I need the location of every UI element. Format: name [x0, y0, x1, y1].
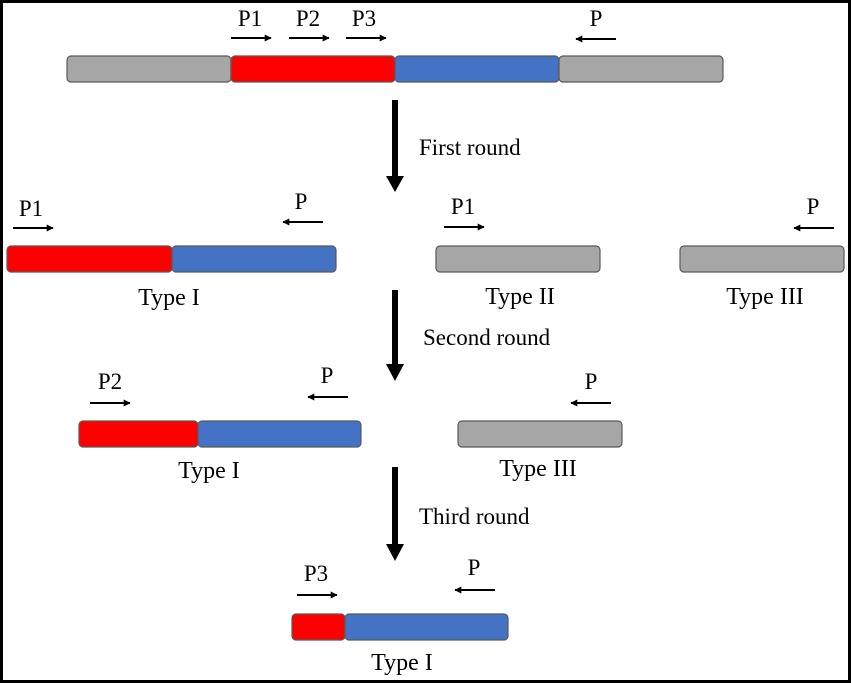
first-round-arrow-shaft	[392, 100, 398, 180]
first-round-step: First round	[386, 100, 521, 192]
r1-type2-gray-segment	[435, 245, 601, 273]
first-round-label: First round	[419, 135, 521, 160]
template-row: P1 P2 P3 P	[66, 6, 724, 83]
template-primer-p-label: P	[590, 6, 603, 31]
third-round-arrow-head	[386, 544, 404, 561]
r1-type1-label: Type I	[138, 285, 200, 311]
r3-type1-red-segment	[291, 613, 346, 641]
r2-type3-gray-segment	[457, 420, 623, 448]
second-round-arrow-shaft	[392, 290, 398, 368]
first-round-products: P1 P Type I P1 Type II P Type III	[6, 189, 845, 311]
third-round-step: Third round	[386, 467, 530, 561]
r1-type1-primer-p-label: P	[295, 189, 308, 214]
r1-type1-red-segment	[6, 245, 173, 273]
r2-type1-primer-p-label: P	[321, 363, 334, 388]
template-primer-p1-label: P1	[238, 6, 262, 31]
r3-type1-blue-segment	[344, 613, 509, 641]
third-round-label: Third round	[419, 504, 530, 529]
third-round-products: P3 P Type I	[291, 555, 509, 676]
r1-type3-gray-segment	[679, 245, 845, 273]
r1-type3-primer-p-label: P	[807, 194, 820, 219]
second-round-step: Second round	[386, 290, 551, 381]
template-blue-segment	[394, 55, 560, 83]
r3-type1-primer-p3-label: P3	[304, 561, 328, 586]
r2-type1-label: Type I	[178, 458, 240, 484]
r1-type1-primer-p1-label: P1	[19, 196, 43, 221]
template-primer-p2-label: P2	[296, 6, 320, 31]
first-round-arrow-head	[386, 176, 404, 192]
template-red-segment	[230, 55, 396, 83]
second-round-arrow-head	[386, 364, 404, 381]
template-gray-left-segment	[66, 55, 232, 83]
template-primer-p3-label: P3	[352, 6, 376, 31]
r3-type1-primer-p-label: P	[468, 555, 481, 580]
r1-type3-label: Type III	[726, 284, 804, 310]
second-round-label: Second round	[423, 325, 551, 350]
template-gray-right-segment	[558, 55, 724, 83]
r2-type1-blue-segment	[197, 420, 362, 448]
r3-type1-label: Type I	[371, 650, 433, 676]
third-round-arrow-shaft	[392, 467, 398, 548]
r2-type3-primer-p-label: P	[585, 369, 598, 394]
r2-type1-primer-p2-label: P2	[98, 369, 122, 394]
r1-type2-primer-p1-label: P1	[451, 194, 475, 219]
r2-type1-red-segment	[78, 420, 199, 448]
r2-type3-label: Type III	[499, 456, 577, 482]
r1-type2-label: Type II	[485, 284, 555, 310]
second-round-products: P2 P Type I P Type III	[78, 363, 623, 484]
r1-type1-blue-segment	[171, 245, 337, 273]
